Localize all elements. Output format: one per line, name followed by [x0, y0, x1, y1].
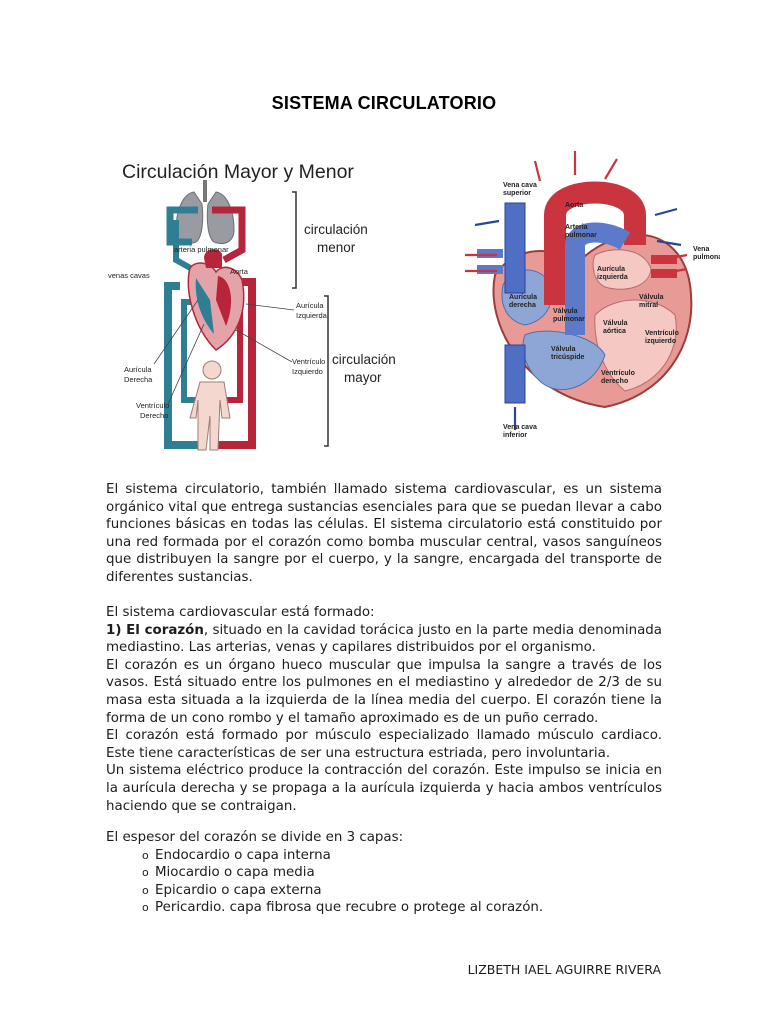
mayor-bracket: [324, 295, 329, 447]
label-circulacion-menor-1: circulación: [304, 222, 368, 237]
label-valvula-pulmonar-2: pulmonar: [553, 316, 585, 323]
label-auricula-izquierda-1: Aurícula: [296, 301, 324, 310]
diagram-heading: Circulación Mayor y Menor: [122, 161, 354, 183]
bullet-icon: o: [142, 901, 149, 915]
list-item: o Miocardio o capa media: [142, 864, 662, 882]
label-ventriculo-izquierdo-r1: Ventrículo: [645, 330, 679, 337]
layers-intro: El espesor del corazón se divide en 3 ca…: [106, 830, 404, 845]
label-ventriculo-derecho-1: Ventrículo: [136, 401, 169, 410]
label-vena-cava-superior-2: superior: [503, 190, 531, 197]
bullet-icon: o: [142, 848, 149, 862]
lungs-illustration: [175, 180, 235, 244]
label-valvula-pulmonar-1: Válvula: [553, 308, 578, 315]
list-item-text: Endocardio o capa interna: [155, 847, 331, 863]
heart-electric-description: Un sistema eléctrico produce la contracc…: [106, 763, 662, 814]
label-circulacion-mayor-2: mayor: [344, 370, 382, 385]
label-aorta-left: Aorta: [230, 267, 249, 276]
label-ventriculo-izquierdo-2: Izquierdo: [292, 367, 323, 376]
label-valvula-tricuspide-1: Válvula: [551, 346, 576, 353]
bullet-icon: o: [142, 883, 149, 897]
label-arteria-pulmonar: arteria pulmonar: [174, 245, 229, 254]
label-valvula-aortica-1: Válvula: [603, 320, 628, 327]
heart-section: El sistema cardiovascular está formado: …: [106, 604, 662, 815]
intro-paragraph-text: El sistema circulatorio, también llamado…: [106, 482, 662, 585]
label-valvula-tricuspide-2: tricúspide: [551, 354, 585, 361]
label-venas-cavas: venas cavas: [108, 271, 150, 280]
label-ventriculo-izquierdo-r2: izquierdo: [645, 338, 676, 345]
heart-item-label: 1) El corazón: [106, 622, 204, 638]
label-valvula-mitral-2: mitral: [639, 302, 658, 309]
label-auricula-derecha-1: Aurícula: [124, 365, 152, 374]
label-ventriculo-izquierdo-1: Ventrículo: [292, 357, 325, 366]
label-auricula-derecha-r1: Aurícula: [509, 294, 537, 301]
blood-flow-arrows: [465, 151, 688, 430]
label-vena-cava-superior-1: Vena cava: [503, 182, 537, 189]
heart-section-intro: El sistema cardiovascular está formado:: [106, 605, 375, 620]
author-name: LIZBETH IAEL AGUIRRE RIVERA: [467, 962, 661, 977]
label-arteria-pulmonar-1: Arteria: [565, 224, 588, 231]
label-arteria-pulmonar-2: pulmonar: [565, 232, 597, 239]
bullet-icon: o: [142, 866, 149, 880]
page-title: SISTEMA CIRCULATORIO: [271, 93, 497, 113]
heart-anatomy-diagram: Vena cava superior Aorta Arteria pulmona…: [465, 151, 720, 439]
list-item-text: Epicardio o capa externa: [155, 882, 322, 898]
label-auricula-derecha-r2: derecha: [509, 302, 536, 309]
label-valvula-mitral-1: Válvula: [639, 294, 664, 301]
label-valvula-aortica-2: aórtica: [603, 328, 626, 335]
left-atrium: [592, 249, 652, 290]
label-auricula-derecha-2: Derecha: [124, 375, 153, 384]
label-ventriculo-derecho-2: Derecho: [140, 411, 168, 420]
list-item: o Pericardio. capa fibrosa que recubre o …: [142, 899, 662, 917]
heart-item-text: , situado en la cavidad torácica justo e…: [106, 622, 662, 656]
list-item-text: Pericardio. capa fibrosa que recubre o p…: [155, 900, 544, 916]
heart-description: El corazón es un órgano hueco muscular q…: [106, 657, 662, 726]
heart-muscle-description: El corazón está formado por músculo espe…: [106, 728, 662, 761]
label-vena-pulmonar-1: Vena: [693, 246, 709, 253]
label-ventriculo-derecho-r1: Ventrículo: [601, 370, 635, 377]
vena-cava-superior: [504, 202, 526, 294]
heart-item: 1) El corazón, situado en la cavidad tor…: [106, 622, 662, 657]
circulation-diagram: Circulación Mayor y Menor: [108, 161, 396, 451]
pulmonary-artery: [565, 222, 631, 335]
label-circulacion-menor-2: menor: [317, 240, 356, 255]
human-body-illustration: [189, 360, 231, 451]
label-circulacion-mayor-1: circulación: [332, 352, 396, 367]
intro-paragraph: El sistema circulatorio, también llamado…: [106, 481, 662, 587]
label-aorta-right: Aorta: [565, 202, 583, 209]
list-item-text: Miocardio o capa media: [155, 865, 315, 881]
heart-illustration: [187, 249, 245, 351]
aorta-arch: [544, 181, 646, 305]
label-auricula-izquierda-r2: izquierda: [597, 274, 628, 281]
layers-section: El espesor del corazón se divide en 3 ca…: [106, 829, 662, 917]
label-auricula-izquierda-2: Izquierda: [296, 311, 328, 320]
label-vena-cava-inferior-2: inferior: [503, 432, 527, 439]
label-ventriculo-derecho-r2: derecho: [601, 378, 628, 385]
menor-bracket: [292, 191, 297, 289]
list-item: o Endocardio o capa interna: [142, 847, 662, 865]
vena-cava-inferior: [504, 344, 526, 404]
list-item: o Epicardio o capa externa: [142, 882, 662, 900]
label-auricula-izquierda-r1: Aurícula: [597, 266, 625, 273]
label-vena-cava-inferior-1: Vena cava: [503, 424, 537, 431]
label-vena-pulmonar-2: pulmonar: [693, 254, 720, 261]
